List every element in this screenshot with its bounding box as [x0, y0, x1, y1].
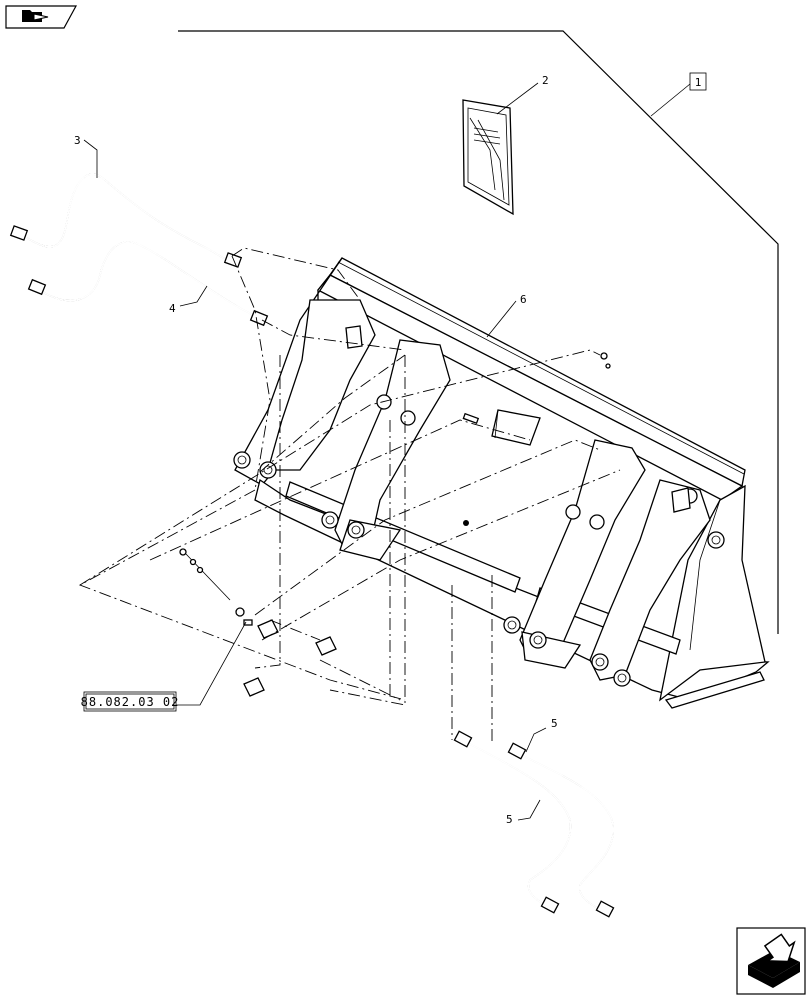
callout-bucket: 6: [520, 293, 527, 306]
reference-label: 88.082.03 02: [81, 695, 180, 709]
hose-right-left: [453, 730, 572, 914]
leader-manual: [496, 82, 539, 115]
loader-bucket: [233, 257, 770, 709]
manual-booklet: [462, 99, 514, 216]
reference-link[interactable]: 88.082.03 02: [81, 691, 180, 712]
callout-hose-4: 4: [169, 302, 176, 315]
leader-hose-3: [83, 139, 98, 178]
svg-text:1: 1: [695, 76, 702, 89]
hose-right-right: [507, 742, 615, 918]
leader-hose-5-bottom: [517, 799, 541, 821]
next-page-button[interactable]: [736, 927, 806, 995]
callout-assembly: 1: [689, 72, 707, 91]
callout-hose-3: 3: [74, 134, 81, 147]
folder-forward-icon: [748, 933, 800, 988]
hose-upper-left: [9, 173, 243, 268]
callout-manual: 2: [542, 74, 549, 87]
fittings-cluster: [179, 352, 611, 697]
hose-lower-left: [27, 241, 269, 327]
callout-hose-5-top: 5: [551, 717, 558, 730]
leader-bucket: [486, 300, 517, 338]
leader-hose-5-top: [525, 727, 547, 753]
folder-back-icon: [22, 10, 49, 22]
routing-lines: [78, 247, 621, 745]
leader-hose-4: [179, 285, 208, 307]
prev-page-button[interactable]: [5, 5, 78, 29]
leader-reference: [176, 621, 247, 706]
callout-hose-5-bottom: 5: [506, 813, 513, 826]
assembly-leader: [178, 30, 779, 634]
